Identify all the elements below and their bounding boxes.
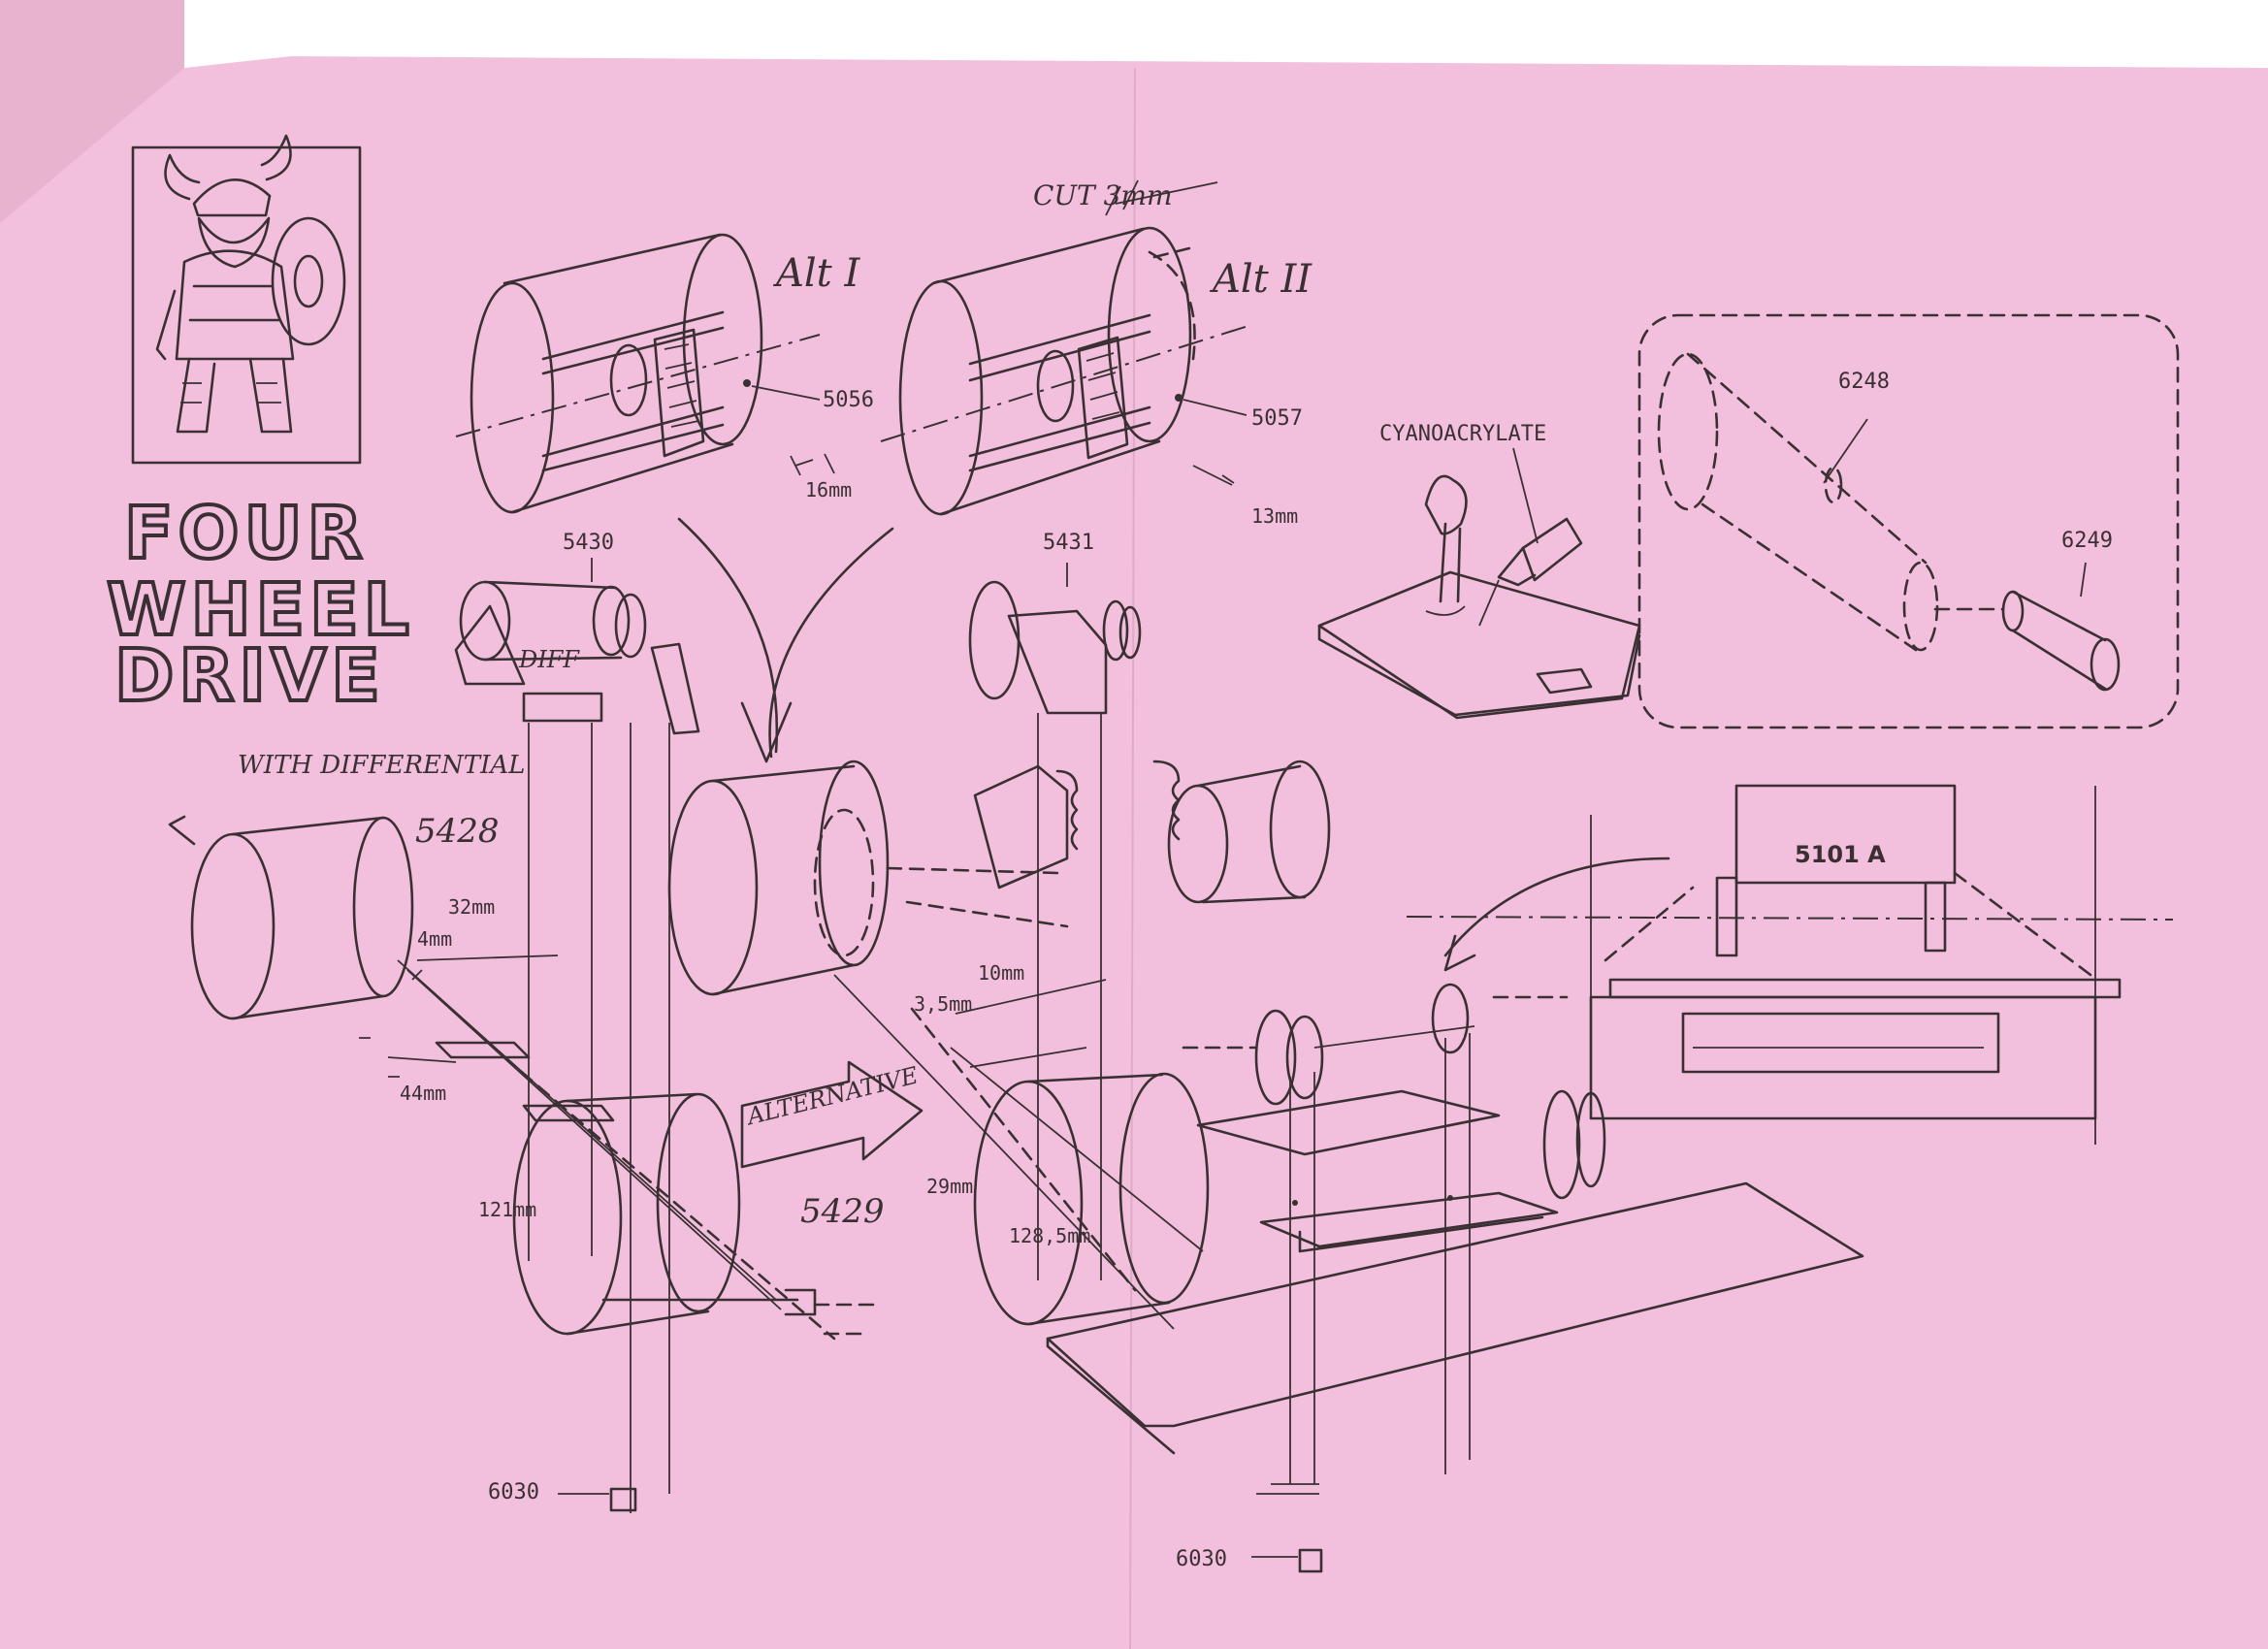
right-arrow-icon	[740, 1060, 923, 1169]
dimension-121mm: 121mm	[478, 1198, 537, 1221]
center-screw-part-number: 6030	[1176, 1547, 1227, 1571]
title-line-drive: DRIVE	[113, 634, 385, 718]
chassis-assembly	[1046, 784, 2174, 1495]
glue-application-drawing	[1317, 447, 1641, 720]
glue-tube-icon	[1497, 517, 1583, 587]
chassis-part-number: 5101 A	[1795, 841, 1886, 868]
glue-label: CYANOACRYLATE	[1379, 422, 1547, 446]
alt1-part-number: 5056	[823, 388, 874, 412]
dimension-128-5mm: 128,5mm	[1009, 1224, 1091, 1247]
dimension-29mm: 29mm	[926, 1175, 974, 1198]
title-line-wheel: WHEEL	[105, 568, 414, 652]
alt2-dimension: 13mm	[1251, 504, 1299, 528]
inset-part-6248: 6248	[1838, 370, 1890, 394]
alt1-label: Alt I	[776, 251, 860, 296]
diff-housing-label: DIFF	[519, 646, 580, 673]
viking-warrior-icon	[131, 134, 362, 465]
curved-arrow-icon	[677, 517, 894, 763]
inset-panel	[1637, 313, 2180, 729]
left-axle-assembly	[168, 558, 875, 1513]
dimension-3-5mm: 3,5mm	[914, 992, 973, 1016]
with-differential-label: WITH DIFFERENTIAL	[238, 751, 526, 780]
title-line-four: FOUR	[122, 492, 368, 575]
alt2-cut-note: CUT 3mm	[1033, 179, 1173, 211]
center-axle-assembly	[667, 563, 1331, 1573]
alt2-label: Alt II	[1213, 257, 1312, 302]
part-5429-label: 5429	[800, 1192, 885, 1231]
dimension-32mm: 32mm	[448, 895, 496, 919]
center-fold-line	[1129, 67, 1136, 1649]
diff-part-number: 5430	[563, 531, 614, 555]
dimension-10mm: 10mm	[978, 961, 1025, 985]
dimension-4mm: 4mm	[417, 927, 453, 951]
part-5428-label: 5428	[415, 812, 500, 851]
alt1-wheel-drawing	[455, 233, 835, 514]
dimension-44mm: 44mm	[400, 1082, 447, 1105]
left-screw-part-number: 6030	[488, 1480, 539, 1504]
paper	[0, 56, 2268, 1649]
alt2-part-number: 5057	[1251, 406, 1303, 431]
alt1-dimension: 16mm	[805, 478, 853, 501]
folded-corner	[0, 0, 184, 223]
inset-part-6249: 6249	[2061, 529, 2113, 553]
alt2-wheel-drawing	[880, 179, 1252, 516]
part-5431-label: 5431	[1043, 531, 1094, 555]
